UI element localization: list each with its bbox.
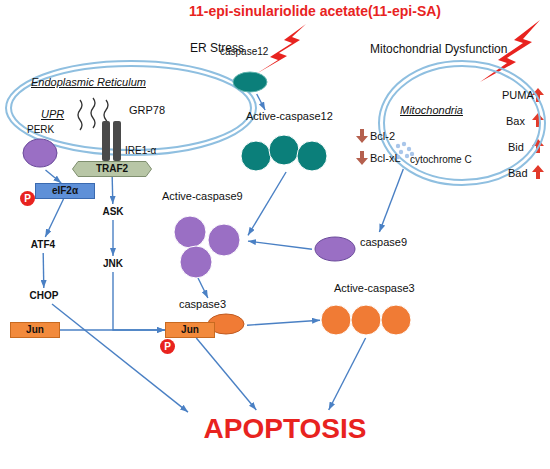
phospho-badge: P: [20, 191, 35, 206]
pathway-arrow: [43, 253, 45, 288]
active-enzyme: Active-caspase3: [320, 282, 414, 338]
annotation-label: Bax: [506, 115, 525, 128]
rect-shape: [166, 323, 215, 338]
annotation-label: Bcl-2: [370, 130, 395, 143]
pathway-arrow: [113, 272, 165, 330]
node-label: UPR: [41, 108, 64, 121]
pathway-arrow: [111, 177, 113, 204]
pathway-arrow: [248, 172, 286, 235]
enzyme-subunit: [241, 141, 271, 171]
receptor-bar: [113, 121, 121, 161]
enzyme-subunit: [321, 305, 351, 335]
pathway-step: JNK: [97, 256, 129, 272]
annotation-label: ER Stress: [190, 41, 244, 55]
node-label: caspase3: [179, 298, 226, 311]
node-label: cytochrome C: [410, 154, 472, 166]
enzyme-subunit: [174, 216, 206, 248]
node-label: TRAF2: [72, 161, 152, 177]
cytochrome-dot: [402, 142, 406, 146]
node-label: CHOP: [22, 288, 66, 304]
node-outline: [158, 190, 248, 278]
upr-squiggle: [78, 100, 82, 130]
node-label: Jun: [10, 322, 60, 338]
node-label: APOPTOSIS: [188, 410, 382, 448]
node-label: ATF4: [24, 237, 62, 253]
rect-shape: [11, 323, 60, 338]
enzyme-subunit: [381, 305, 411, 335]
down-arrow: [356, 129, 368, 165]
pathway-arrow: [45, 199, 63, 237]
phospho-badge: P: [160, 339, 175, 354]
membrane-inner: [11, 66, 251, 150]
node-label: Mitochondria: [400, 104, 463, 117]
node-label: Active-caspase3: [334, 282, 415, 295]
node-label: GRP78: [129, 104, 165, 117]
annotation-label: Bad: [508, 167, 528, 180]
ellipse-shape: [315, 237, 355, 261]
node-label: Active-caspase12: [246, 110, 333, 123]
pathway-arrow: [46, 170, 62, 183]
annotation-label: Bcl-xL: [370, 152, 401, 165]
pathway-step: ASK: [97, 204, 129, 220]
cytochrome-dot: [407, 147, 411, 151]
pathway-arrow: [52, 304, 188, 412]
active-enzyme: Active-caspase12: [238, 110, 338, 172]
node-label: caspase9: [360, 236, 407, 249]
membrane-inner: [384, 66, 540, 180]
pathway-arrow: [257, 94, 265, 110]
pathway-arrow: [112, 220, 113, 256]
node-label: JNK: [97, 256, 129, 272]
pathway-arrow: [248, 241, 312, 249]
active-enzyme: Active-caspase9: [158, 190, 248, 278]
enzyme-ellipse: caspase9: [312, 232, 412, 264]
protein-box: Jun: [10, 322, 60, 338]
enzyme-subunit: [351, 305, 381, 335]
protein-box: eIF2α: [35, 183, 95, 199]
enzyme-subunit: [180, 246, 212, 278]
pathway-step: CHOP: [22, 288, 66, 304]
node-label: Active-caspase9: [162, 190, 243, 203]
membrane-outer: [379, 61, 545, 185]
cytochrome-dot: [396, 144, 400, 148]
node-outline: [22, 138, 58, 168]
adaptor-hexagon: TRAF2: [72, 161, 152, 177]
cytochrome-dot: [405, 154, 409, 158]
pathway-arrow: [198, 278, 208, 298]
pathway-arrow: [196, 338, 256, 410]
receptor-bar: [102, 121, 110, 161]
upr-squiggle: [91, 98, 95, 128]
annotation-label: PUMA: [502, 89, 534, 102]
node-label: Jun: [165, 322, 215, 338]
node-outline: [100, 121, 122, 161]
released-factor: cytochrome C: [394, 141, 484, 169]
node-label: eIF2α: [35, 183, 95, 199]
receptor-bars: IRE1-α: [98, 121, 176, 161]
node-outline: [232, 71, 268, 93]
pathway-arrow: [329, 338, 366, 410]
diagram-title: 11-epi-sinulariolide acetate(11-epi-SA): [150, 3, 480, 20]
rect-shape: [36, 184, 95, 199]
ellipse-shape: [233, 72, 267, 92]
hexagon-shape: [73, 162, 152, 177]
pathway-step: ATF4: [24, 237, 62, 253]
node-outline: [314, 236, 356, 262]
outcome: APOPTOSIS: [188, 410, 382, 448]
node-label: IRE1-α: [125, 145, 156, 157]
enzyme-subunit: [208, 224, 240, 256]
pathway-arrow: [379, 169, 403, 232]
node-label: ASK: [97, 204, 129, 220]
enzyme-subunit: [297, 141, 327, 171]
node-label: Endoplasmic Reticulum: [31, 76, 146, 89]
ellipse-shape: [23, 139, 57, 167]
enzyme-subunit: [269, 135, 299, 165]
protein-box: Jun: [165, 322, 215, 338]
annotation-label: Mitochondrial Dysfunction: [370, 42, 507, 56]
receptor-ellipse: PERK: [20, 124, 60, 170]
annotation-label: Bid: [508, 141, 524, 154]
pathway-arrow: [247, 320, 320, 325]
node-label: PERK: [27, 124, 54, 136]
